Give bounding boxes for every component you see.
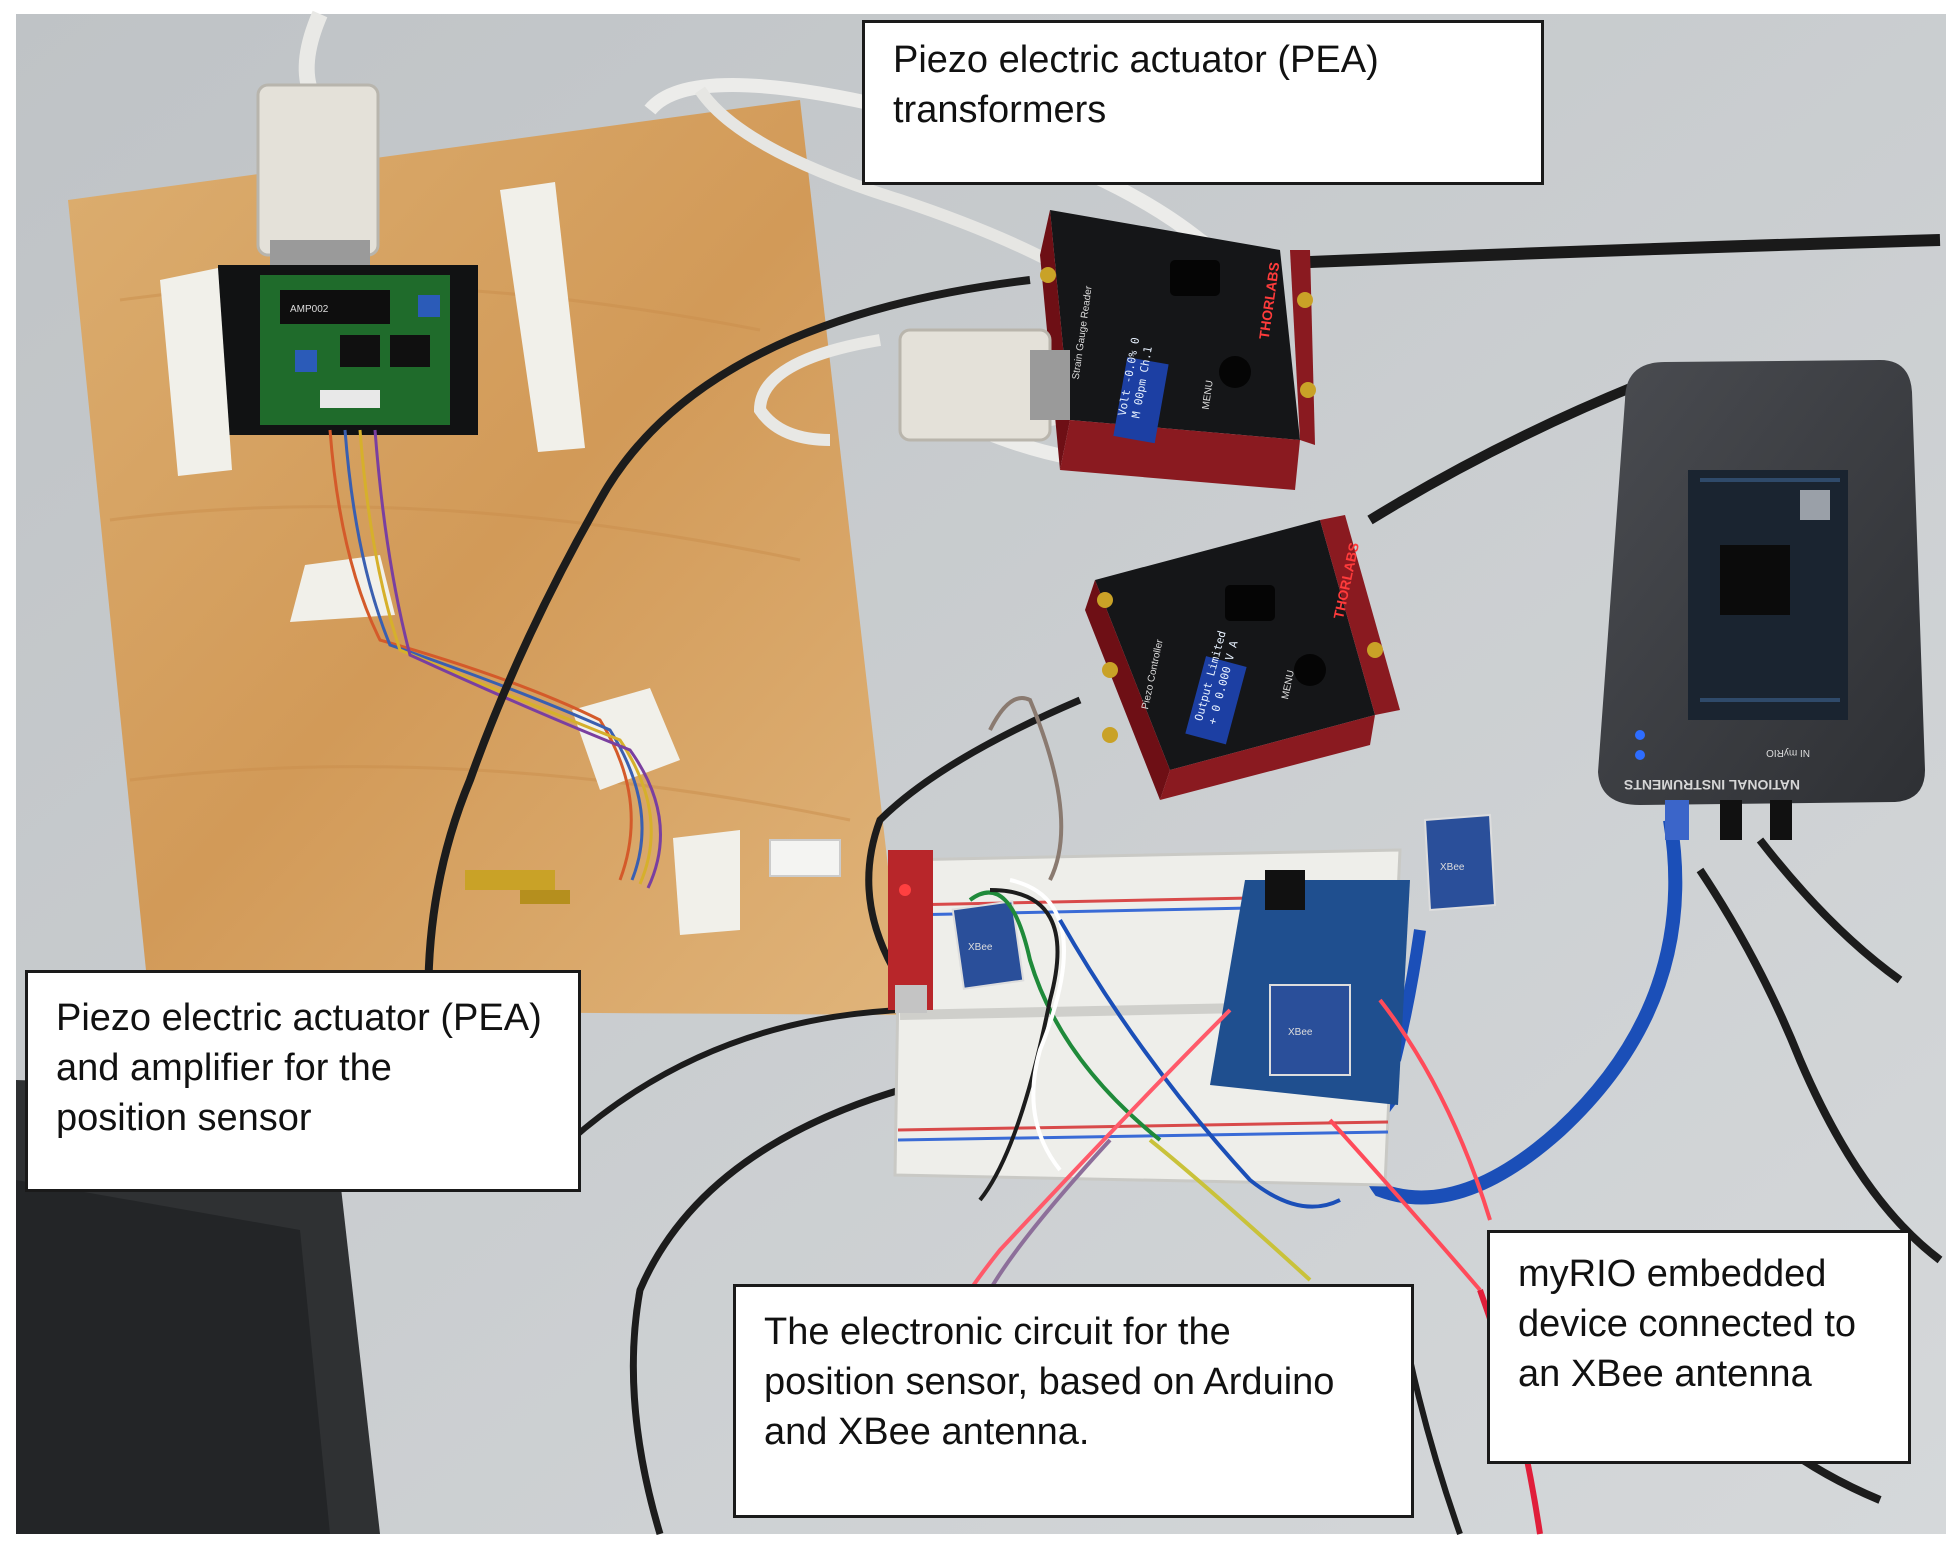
callout-line: device connected to xyxy=(1518,1303,1857,1345)
callout-line: The electronic circuit for the xyxy=(764,1311,1231,1353)
callout-line: and amplifier for the xyxy=(56,1047,392,1089)
callout-line: position sensor xyxy=(56,1097,312,1139)
power-module xyxy=(888,850,933,1010)
tape xyxy=(572,688,680,790)
svg-text:NATIONAL INSTRUMENTS: NATIONAL INSTRUMENTS xyxy=(1624,777,1800,793)
callout-myrio: myRIO embedded device connected to an XB… xyxy=(1487,1230,1911,1464)
callout-line: Piezo electric actuator (PEA) xyxy=(56,997,542,1039)
piezo-controller: Output Limited + 0 0.000 V A THORLABS Pi… xyxy=(1085,515,1400,800)
myrio-device: NATIONAL INSTRUMENTS NI myRIO xyxy=(1598,360,1925,805)
xbee-module xyxy=(1269,984,1351,1076)
callout-line: transformers xyxy=(893,89,1107,131)
svg-text:XBee: XBee xyxy=(1440,862,1465,873)
strain-gauge-reader: Volt -0.0% 0 M 00pm Ch.1 THORLABS Strain… xyxy=(1040,210,1316,490)
tape xyxy=(290,555,395,622)
terminal-block xyxy=(769,839,841,877)
svg-text:XBee: XBee xyxy=(1288,1027,1313,1038)
callout-electronic-circuit: The electronic circuit for the position … xyxy=(733,1284,1414,1518)
tape xyxy=(673,830,740,935)
svg-text:MENU: MENU xyxy=(1201,380,1216,411)
serial-connector xyxy=(256,83,380,257)
tape xyxy=(160,268,232,476)
svg-text:NI myRIO: NI myRIO xyxy=(1766,747,1810,758)
callout-line: an XBee antenna xyxy=(1518,1353,1812,1395)
piezo-element xyxy=(465,870,555,890)
callout-line: myRIO embedded xyxy=(1518,1253,1827,1295)
callout-pea-transformers: Piezo electric actuator (PEA) transforme… xyxy=(862,20,1544,185)
callout-line: position sensor, based on Arduino xyxy=(764,1361,1335,1403)
svg-text:AMP002: AMP002 xyxy=(290,304,329,315)
callout-line: Piezo electric actuator (PEA) xyxy=(893,39,1379,81)
callout-line: and XBee antenna. xyxy=(764,1411,1090,1453)
callout-pea-amplifier: Piezo electric actuator (PEA) and amplif… xyxy=(25,970,581,1192)
svg-text:XBee: XBee xyxy=(968,942,993,953)
xbee-module xyxy=(1423,813,1497,912)
tape xyxy=(500,182,585,452)
xbee-module xyxy=(951,900,1025,990)
